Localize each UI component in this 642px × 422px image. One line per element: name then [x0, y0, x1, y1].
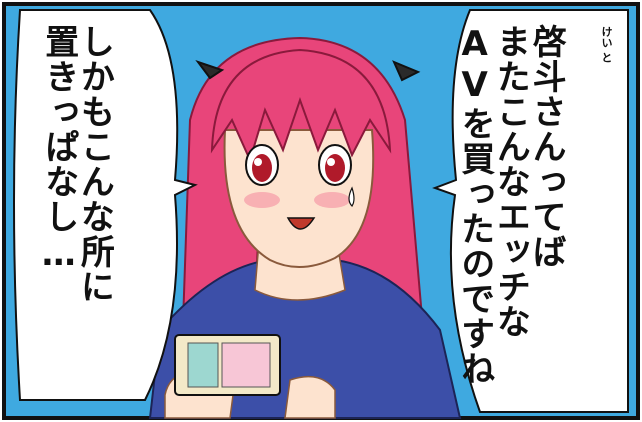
speech-text-left: しかもこんな所に 置きっぱなし…: [38, 24, 115, 354]
speech-bubble-right: [432, 9, 629, 413]
speech-right-line-3: AVを買ったのですね: [454, 24, 495, 386]
speech-right-line-1: 啓斗さんってば: [526, 24, 567, 269]
hair-clip-right: [392, 60, 421, 82]
speech-text-right: 啓斗さんってば またこんなエッチな AVを買ったのですね: [454, 24, 567, 394]
hair-bangs: [210, 48, 392, 163]
hair-clip-left: [195, 60, 225, 80]
speech-bubble-left: [13, 9, 198, 401]
dvd-case: [174, 334, 281, 396]
mouth: [286, 217, 316, 230]
speech-right-line-2: またこんなエッチな: [490, 24, 531, 339]
speech-left-line-1: しかもこんな所に: [74, 24, 115, 304]
sweat-drop: [348, 186, 355, 207]
furigana-reading: けい と: [600, 26, 613, 63]
speech-left-line-2: 置きっぱなし…: [38, 24, 79, 275]
hand-right: [284, 375, 336, 419]
blush-right: [314, 192, 350, 208]
blush-left: [244, 192, 280, 208]
